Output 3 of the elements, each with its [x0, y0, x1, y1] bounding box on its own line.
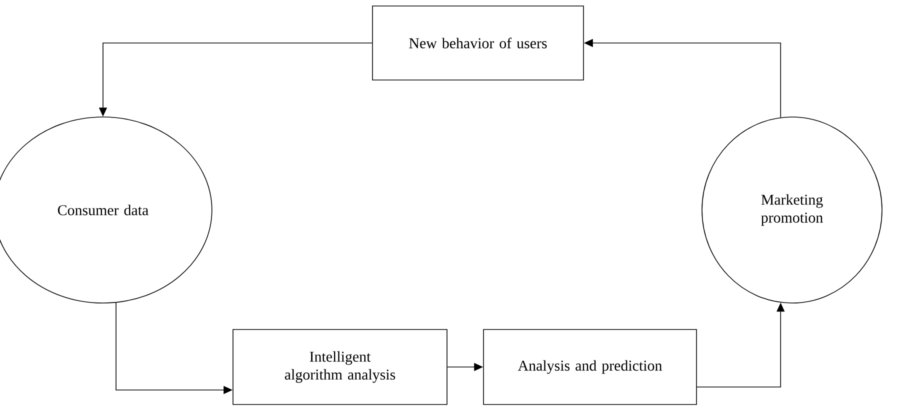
process-box: Analysis and prediction [483, 329, 697, 405]
process-box: New behavior of users [372, 6, 584, 80]
process-box: Intelligent algorithm analysis [232, 329, 448, 405]
